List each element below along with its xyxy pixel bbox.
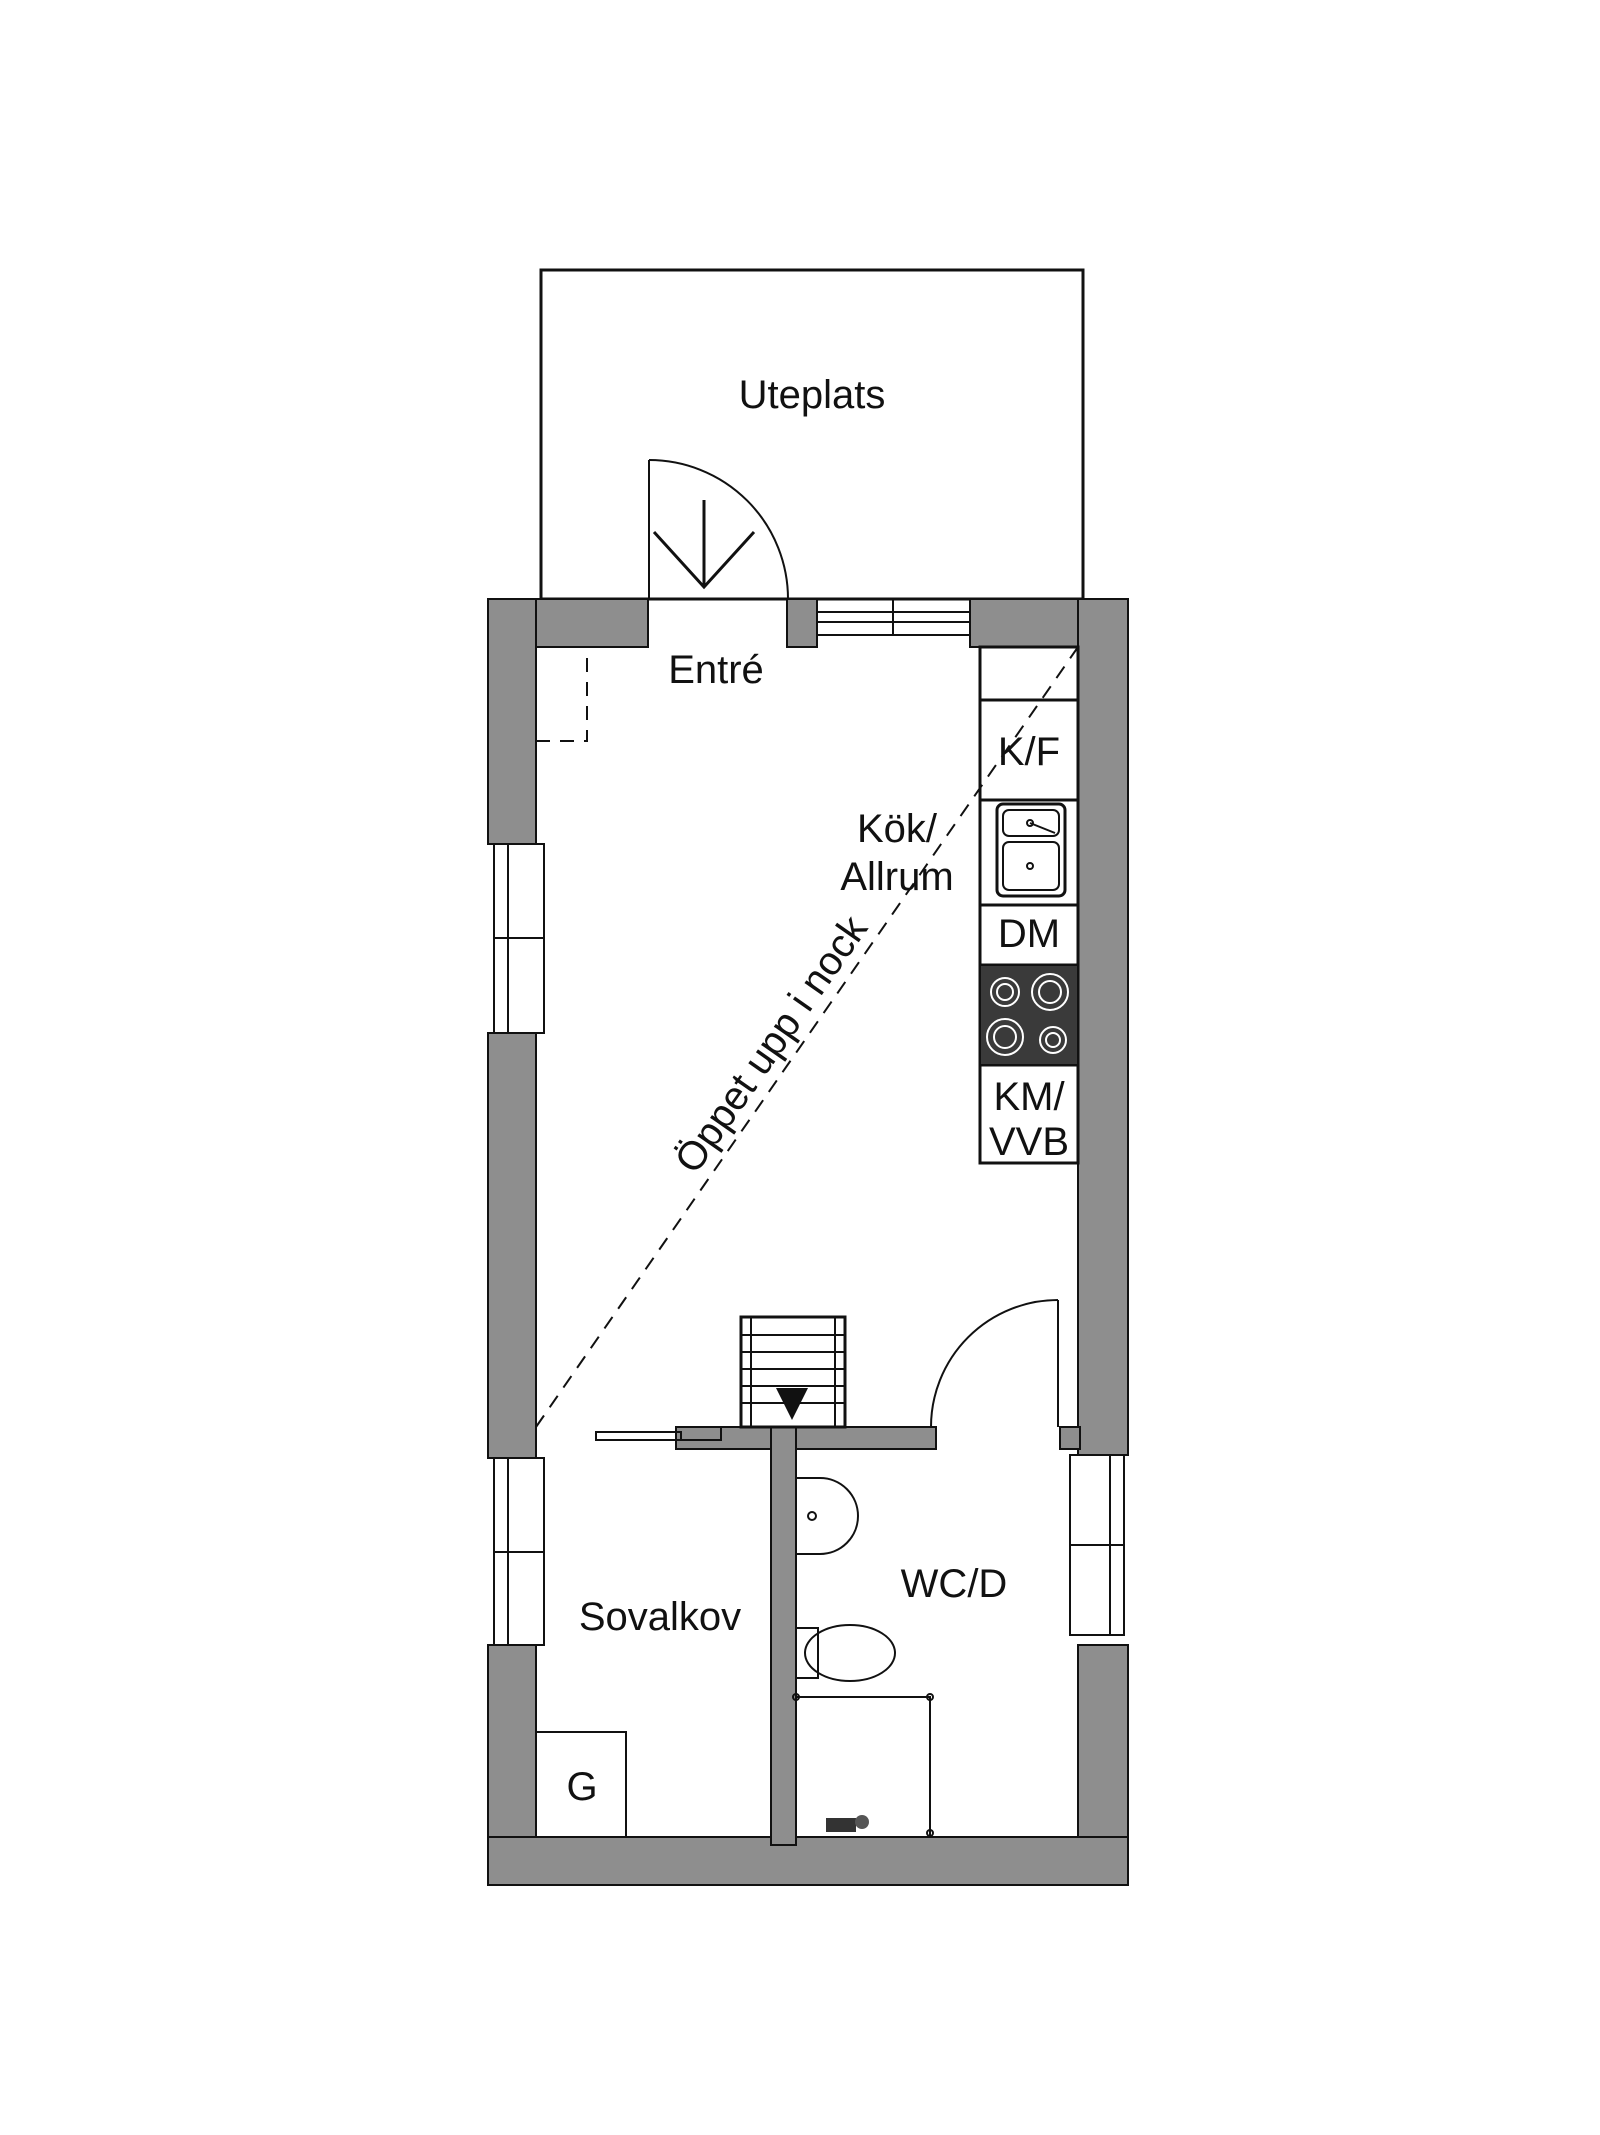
room-label-kok-line1: Kök/	[857, 807, 938, 851]
sink-icon	[995, 802, 1067, 898]
appliance-label-dm: DM	[998, 912, 1060, 956]
annotation-open-to-ridge: Öppet upp i nock	[667, 907, 877, 1181]
room-label-kok-line2: Allrum	[840, 855, 953, 899]
wall-west-mid	[487, 1032, 537, 1459]
room-label-entre: Entré	[668, 648, 764, 692]
wall-south	[487, 1836, 1129, 1886]
room-label-uteplats: Uteplats	[739, 373, 886, 417]
wardrobe	[535, 1731, 627, 1838]
washbasin-icon	[795, 1477, 859, 1555]
room-label-sovalkov: Sovalkov	[579, 1595, 741, 1639]
appliance-label-g: G	[566, 1765, 597, 1809]
entrance-door	[648, 459, 789, 600]
wall-bath-partition	[770, 1426, 797, 1846]
appliance-label-kf: K/F	[998, 730, 1060, 774]
windows	[493, 598, 1125, 1646]
toilet-icon	[795, 1624, 896, 1682]
staircase	[739, 1315, 847, 1429]
stair-arrow-icon	[776, 1388, 808, 1420]
wall-east-top	[1077, 598, 1129, 1456]
wall-west-top	[487, 598, 537, 845]
wall-stair-partition	[675, 1426, 937, 1450]
appliance-label-km-line2: VVB	[989, 1120, 1069, 1164]
entry-closet	[536, 647, 588, 742]
exterior-walls	[487, 598, 1129, 1886]
patio-outline	[539, 268, 1085, 601]
wall-door-jamb	[1059, 1426, 1081, 1450]
shower-icon	[792, 1693, 934, 1837]
appliance-label-km-line1: KM/	[993, 1075, 1065, 1119]
bathroom-door	[930, 1299, 1059, 1428]
room-label-wc: WC/D	[901, 1562, 1008, 1606]
stove-icon	[979, 964, 1079, 1066]
sliding-door	[595, 1426, 722, 1441]
wall-north-mid	[786, 598, 818, 648]
